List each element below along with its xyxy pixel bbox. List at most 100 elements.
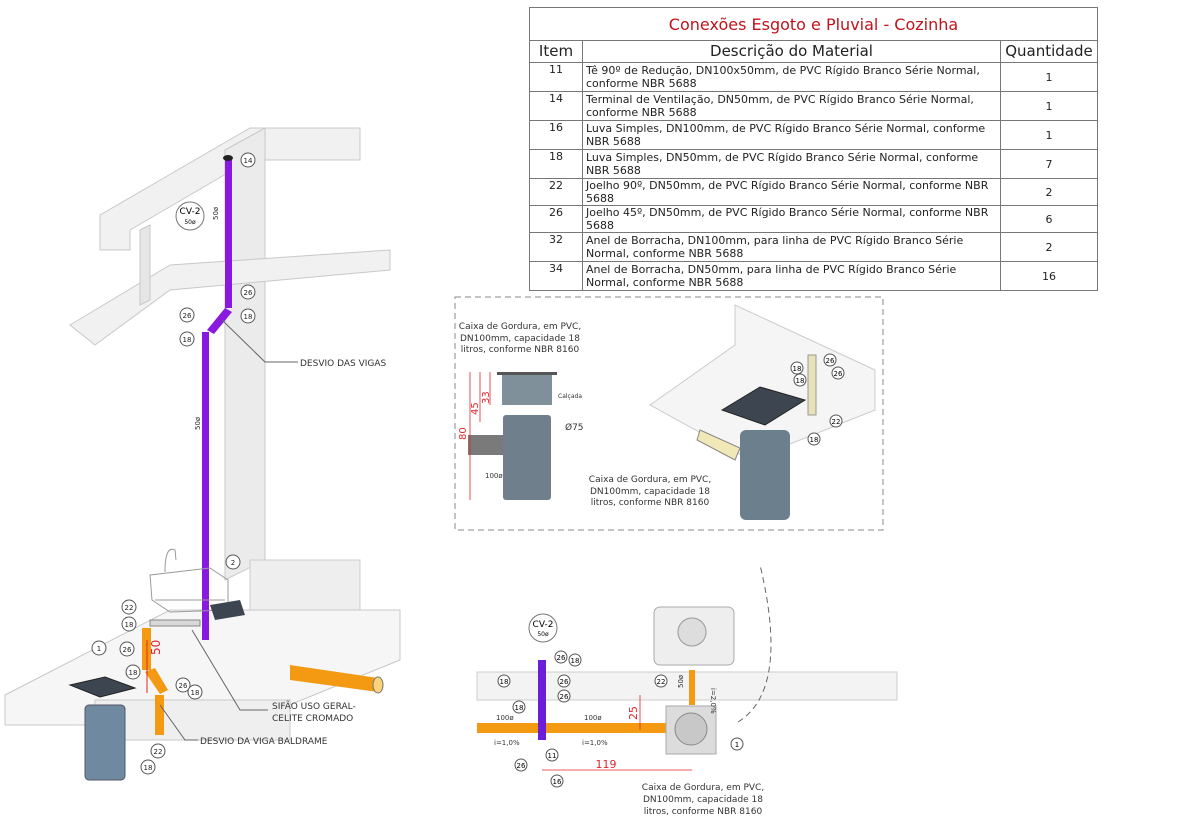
svg-text:18: 18 [515,704,524,712]
isometric-labels: DESVIO DAS VIGAS SIFÃO USO GERAL- CELITE… [149,206,387,747]
svg-text:11: 11 [548,752,557,760]
materials-table: Conexões Esgoto e Pluvial - Cozinha Item… [529,7,1098,291]
callout-26: 26 [240,284,256,300]
header-description: Descrição do Material [582,40,1001,63]
svg-text:18: 18 [183,336,192,344]
svg-text:litros, conforme NBR 8160: litros, conforme NBR 8160 [644,807,763,817]
callout-18: 18 [125,664,141,680]
item-description: Terminal de Ventilação, DN50mm, de PVC R… [582,91,1001,121]
drain-pipes [142,619,384,735]
item-number: 32 [529,232,583,262]
item-description: Tê 90º de Redução, DN100x50mm, de PVC Rí… [582,62,1001,92]
label-sifao-2: CELITE CROMADO [272,714,353,724]
item-quantity: 6 [1000,205,1098,233]
svg-text:DN100mm, capacidade 18: DN100mm, capacidade 18 [460,334,580,344]
plan-vent-pipe [538,660,546,740]
item-number: 34 [529,261,583,291]
svg-text:18: 18 [810,436,819,444]
svg-text:18: 18 [125,621,134,629]
dim-25: 25 [627,706,640,720]
svg-text:18: 18 [191,689,200,697]
callout-26: 26 [175,677,191,693]
label-sifao-1: SIFÃO USO GERAL- [272,701,356,712]
svg-text:18: 18 [500,678,509,686]
dim-45: 45 [470,402,481,415]
item-number: 26 [529,205,583,233]
detail-section: 80 45 33 Calçada Ø75 100ø Caixa de Gordu… [458,322,584,500]
svg-text:Caixa de Gordura, em PVC,: Caixa de Gordura, em PVC, [642,783,764,793]
item-number: 18 [529,149,583,179]
svg-text:26: 26 [244,289,253,297]
item-number: 14 [529,91,583,121]
callout-18: 18 [179,331,195,347]
svg-text:litros, conforme NBR 8160: litros, conforme NBR 8160 [591,498,710,508]
svg-text:26: 26 [123,646,132,654]
svg-text:26: 26 [183,312,192,320]
svg-text:26: 26 [826,357,835,365]
cv2-tag-text: CV-2 [180,207,201,217]
svg-text:18: 18 [144,764,153,772]
item-description: Joelho 45º, DN50mm, de PVC Rígido Branco… [582,205,1001,233]
sink [149,548,229,613]
iso-callouts: 14 26 18 26 18 2 22 18 1 26 18 26 18 22 … [91,152,256,775]
pipe-100-label-1: 100ø [496,714,514,722]
item-quantity: 2 [1000,232,1098,262]
item-quantity: 1 [1000,62,1098,92]
callout-18: 18 [187,684,203,700]
detail-frame [454,296,884,531]
callout-1: 1 [91,640,107,656]
svg-text:18: 18 [571,657,580,665]
header-quantity: Quantidade [1000,40,1098,63]
caixa-label-iso: Caixa de Gordura, em PVC, DN100mm, capac… [589,475,711,508]
svg-text:Caixa de Gordura, em PVC,: Caixa de Gordura, em PVC, [589,475,711,485]
svg-text:50ø: 50ø [537,631,549,638]
svg-text:26: 26 [834,370,843,378]
item-number: 22 [529,178,583,206]
svg-text:26: 26 [179,682,188,690]
cv2-tag-iso: CV-2 50ø [175,201,205,231]
svg-text:22: 22 [154,748,163,756]
svg-text:16: 16 [553,778,562,786]
label-desvio-vigas: DESVIO DAS VIGAS [300,359,387,369]
svg-text:DN100mm, capacidade 18: DN100mm, capacidade 18 [590,487,710,497]
callout-22: 22 [150,743,166,759]
callout-2: 2 [225,554,241,570]
calcada-label: Calçada [558,393,582,400]
caixa-label-plan: Caixa de Gordura, em PVC, DN100mm, capac… [642,783,764,817]
svg-text:18: 18 [793,365,802,373]
svg-text:CV-2: CV-2 [533,620,554,630]
svg-text:1: 1 [97,645,101,653]
grease-box-iso [68,600,245,781]
pipe-50-label: 50ø [677,674,685,688]
item-quantity: 7 [1000,149,1098,179]
callout-18: 18 [140,759,156,775]
header-item: Item [529,40,583,63]
detail-isometric: 26 18 26 18 22 18 Caixa de Gordura, em P… [589,304,876,520]
svg-text:26: 26 [560,693,569,701]
pipe-diameter-label: 50ø [212,206,220,220]
dim-33: 33 [481,391,492,404]
diameter-75: Ø75 [565,422,584,433]
item-description: Luva Simples, DN50mm, de PVC Rígido Bran… [582,149,1001,179]
callout-14: 14 [240,152,256,168]
item-quantity: 1 [1000,120,1098,150]
cv2-diameter: 50ø [184,219,196,226]
slope-label-2: i=1,0% [582,739,608,747]
svg-text:litros, conforme NBR 8160: litros, conforme NBR 8160 [461,345,580,355]
svg-text:22: 22 [657,678,666,686]
diameter-100: 100ø [485,472,503,480]
callout-26: 26 [179,307,195,323]
pipe-diameter-label: 50ø [194,416,202,430]
table-title: Conexões Esgoto e Pluvial - Cozinha [529,7,1098,41]
vent-pipe [202,155,233,640]
callout-18: 18 [121,616,137,632]
item-quantity: 1 [1000,91,1098,121]
